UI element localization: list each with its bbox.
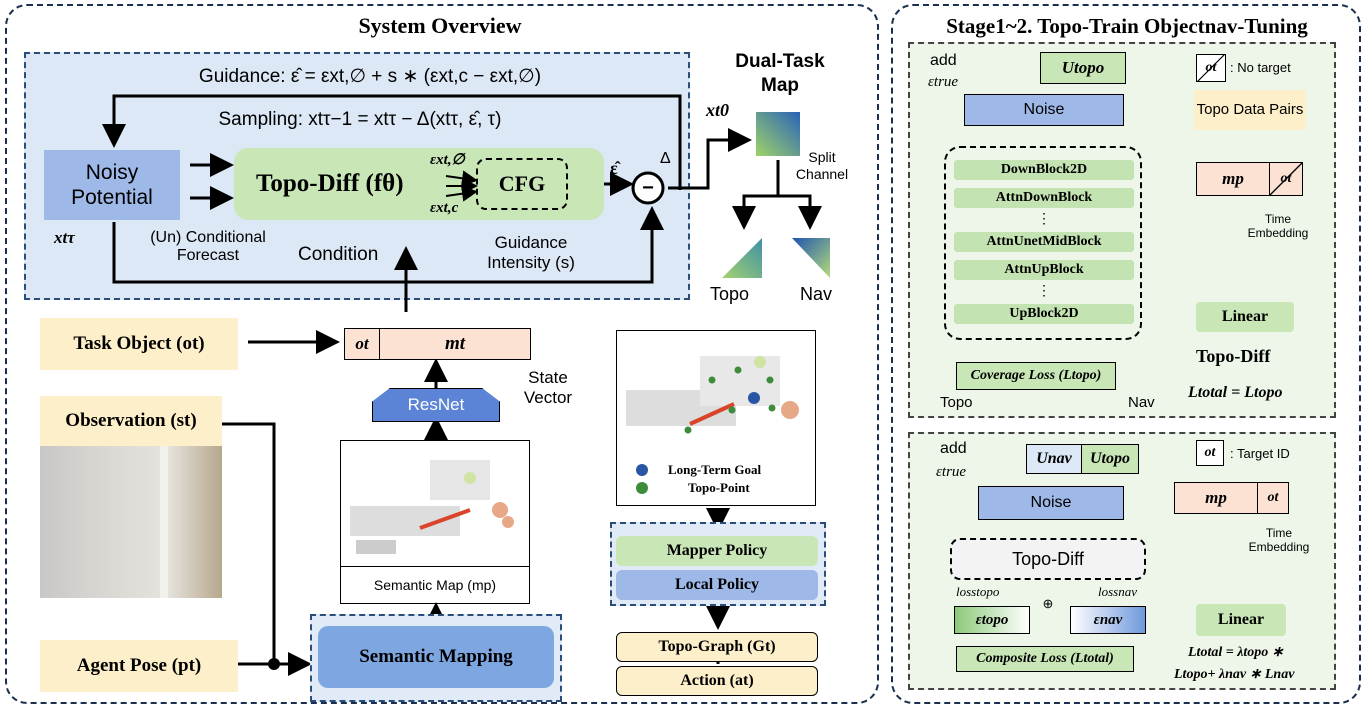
semantic-map-label: Semantic Map (mp) xyxy=(340,566,530,602)
condition-label: Condition xyxy=(298,244,379,265)
legend-topo-dot xyxy=(636,482,648,494)
s1-coverage-loss: Coverage Loss (Ltopo) xyxy=(956,362,1116,390)
observation-image xyxy=(40,446,222,598)
split-channel-label: Split Channel xyxy=(795,149,849,182)
stage-panel xyxy=(891,4,1361,704)
action-box: Action (at) xyxy=(616,666,818,696)
right-title: Stage1~2. Topo-Train Objectnav-Tuning xyxy=(946,13,1308,38)
nav-output-label: Nav xyxy=(800,284,833,304)
minus-sign: − xyxy=(642,176,654,199)
s1-topo-diff-label: Topo-Diff xyxy=(1196,346,1271,366)
s2-ltotal-2: Ltopo+ λnav ∗ Lnav xyxy=(1174,667,1295,682)
s1-time-embedding: Time Embedding xyxy=(1247,211,1309,240)
s1-layer-up: UpBlock2D xyxy=(954,304,1134,324)
eps-bottom: εxt,c xyxy=(430,200,459,216)
left-title: System Overview xyxy=(358,13,522,38)
legend-topo-label: Topo-Point xyxy=(688,480,750,495)
s2-ltotal-1: Ltotal = λtopo ∗ xyxy=(1188,645,1284,660)
s2-time-embedding: Time Embedding xyxy=(1248,525,1310,554)
dual-task-map-image xyxy=(756,112,800,156)
eps-hat: ε̂ xyxy=(610,158,618,178)
s1-ot-no-target: ot xyxy=(1196,54,1226,82)
s2-plus-small: ⊕ xyxy=(1042,596,1054,611)
subtract-node xyxy=(631,171,665,205)
s1-add: add xyxy=(930,52,957,69)
s1-no-target-label: : No target xyxy=(1230,60,1291,75)
s1-layer-mid: AttnUnetMidBlock xyxy=(954,232,1134,252)
guidance-formula: Guidance: ε̂ = εxt,∅ + s ∗ (εxt,c − εxt,… xyxy=(198,65,542,87)
s2-u-topo: Utopo xyxy=(1081,444,1139,474)
delta-label: Δ xyxy=(660,150,671,167)
agent-pose-box: Agent Pose (pt) xyxy=(40,640,238,692)
legend-goal-dot xyxy=(636,464,648,476)
mt-cell: mt xyxy=(379,328,531,360)
semantic-mapping-box: Semantic Mapping xyxy=(318,626,554,688)
state-vector-label: State Vector xyxy=(523,367,573,407)
s2-eps-topo: εtopo xyxy=(954,606,1030,634)
s2-composite-loss: Composite Loss (Ltotal) xyxy=(956,646,1134,672)
s1-layer-dots-1: ⋮ xyxy=(1037,209,1051,226)
x0-label: xt0 xyxy=(706,100,730,120)
s2-linear-box: Linear xyxy=(1196,604,1286,636)
s2-ot-box: ot xyxy=(1196,440,1224,466)
s1-mp-cell: mp xyxy=(1196,162,1270,196)
s2-mp-cell: mp xyxy=(1174,482,1258,514)
s1-ltotal: Ltotal = Ltopo xyxy=(1188,384,1283,401)
resnet-box: ResNet xyxy=(372,388,500,422)
s1-noise-box: Noise xyxy=(964,94,1124,126)
nav-map-image xyxy=(792,238,830,278)
s2-eps-nav: εnav xyxy=(1070,606,1146,634)
sampling-formula: Sampling: xtτ−1 = xtτ − Δ(xtτ, ε̂, τ) xyxy=(218,109,502,130)
s1-topo-label: Topo xyxy=(940,394,973,411)
s1-nav-label: Nav xyxy=(1128,394,1155,411)
s1-eps-true: εtrue xyxy=(928,74,959,90)
cfg-box: CFG xyxy=(476,158,568,210)
topo-diff-label: Topo-Diff (fθ) xyxy=(256,170,404,197)
system-overview-panel xyxy=(5,4,879,704)
uncond-forecast: (Un) Conditional Forecast xyxy=(150,228,266,264)
s2-add: add xyxy=(940,440,967,457)
mapper-policy-box: Mapper Policy xyxy=(616,536,818,566)
observation-box: Observation (st) xyxy=(40,396,222,446)
s2-loss-nav: lossnav xyxy=(1098,584,1137,599)
s2-eps-true: εtrue xyxy=(936,464,967,480)
local-policy-box: Local Policy xyxy=(616,570,818,600)
noisy-potential-box: Noisy Potential xyxy=(44,150,180,220)
ot-cell: ot xyxy=(344,328,380,360)
s1-linear-box: Linear xyxy=(1196,302,1294,332)
topo-map-frame xyxy=(616,330,816,506)
semantic-map-frame xyxy=(340,440,530,604)
s2-noise-box: Noise xyxy=(978,486,1124,520)
task-object-box: Task Object (ot) xyxy=(40,318,238,370)
topo-graph-box: Topo-Graph (Gt) xyxy=(616,632,818,662)
s2-topo-diff-box: Topo-Diff xyxy=(950,538,1146,580)
guidance-intensity: Guidance Intensity (s) xyxy=(487,232,575,272)
s2-loss-topo: losstopo xyxy=(956,584,1000,599)
s1-ot-cell: ot xyxy=(1269,162,1303,196)
topo-output-label: Topo xyxy=(710,284,750,304)
s1-unet-frame xyxy=(944,146,1142,340)
topo-map-image xyxy=(722,238,762,278)
eps-top: εxt,∅ xyxy=(430,152,465,168)
topo-map-image-large xyxy=(618,334,814,454)
legend-goal-label: Long-Term Goal xyxy=(668,462,762,477)
s2-target-id-label: : Target ID xyxy=(1230,446,1290,461)
s1-layer-down: DownBlock2D xyxy=(954,160,1134,180)
s1-layer-attn-down: AttnDownBlock xyxy=(954,188,1134,208)
s1-layer-attn-up: AttnUpBlock xyxy=(954,260,1134,280)
dual-task-map-label: Dual-Task Map xyxy=(735,51,825,96)
s2-u-nav: Unav xyxy=(1026,444,1082,474)
noisy-symbol: xtτ xyxy=(54,228,75,247)
s1-u-topo: Utopo xyxy=(1040,52,1126,84)
observation-door xyxy=(160,446,168,598)
s1-layer-dots-2: ⋮ xyxy=(1037,281,1051,298)
s1-topo-pairs: Topo Data Pairs xyxy=(1194,90,1306,130)
s2-ot-cell: ot xyxy=(1257,482,1289,514)
semantic-map-image xyxy=(342,440,528,562)
